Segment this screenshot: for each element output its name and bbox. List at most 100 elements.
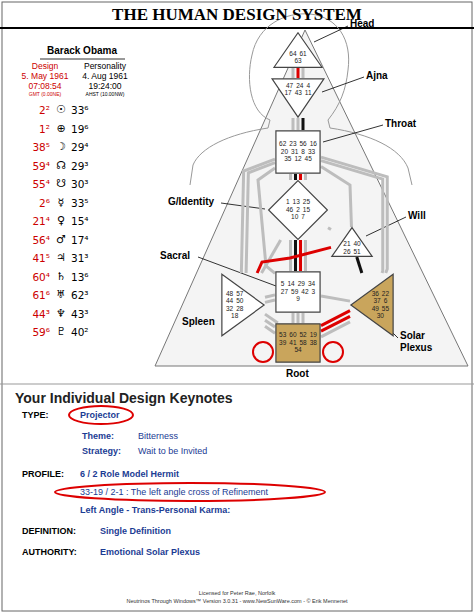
footer-note: Licensed for Peter Rae, Norfolk <box>199 590 276 596</box>
personality-gate: 19⁶ <box>71 123 89 135</box>
channel-line <box>294 174 297 180</box>
channel-line <box>297 118 300 130</box>
footer-note: Neutrinos Through Windows™ Version 3.0.3… <box>126 598 347 604</box>
center-name: Head <box>350 18 374 30</box>
highlight-ellipse <box>69 406 133 424</box>
gate-number: 43 <box>295 90 302 97</box>
bodygraph-triangle <box>155 30 468 366</box>
body-silhouette <box>190 14 412 185</box>
planet-symbol: ☊ <box>56 160 66 173</box>
gate-number: 45 <box>305 156 312 163</box>
gate-number: 1 <box>286 199 290 206</box>
gate-number: 35 <box>284 156 291 163</box>
gate-number: 56 <box>300 141 307 148</box>
gate-number: 30 <box>377 313 384 320</box>
gate-number: 32 <box>226 306 233 313</box>
gate-number: 15 <box>303 207 310 214</box>
design-gate: 55⁴ <box>32 178 50 190</box>
gate-number: 49 <box>372 306 379 313</box>
gate-number: 40 <box>354 241 361 247</box>
design-gate: 60⁴ <box>32 271 50 283</box>
channel-line <box>321 161 383 273</box>
chart-info: Personality <box>84 62 126 72</box>
gate-number: 16 <box>310 141 317 148</box>
highlight-circle <box>253 342 273 362</box>
channel-line <box>297 68 300 78</box>
keynote-value: Projector <box>80 410 120 420</box>
gate-number: 36 <box>372 291 379 298</box>
gate-number: 57 <box>236 291 243 298</box>
gate-group: 48574450322818 <box>224 288 246 321</box>
gate-number: 33 <box>308 149 315 156</box>
channel-line <box>292 68 295 78</box>
gate-number: 63 <box>294 58 301 65</box>
channel-line <box>265 300 275 302</box>
timezone-note: GMT (0.00NE) <box>29 92 61 98</box>
channel-line <box>265 295 275 297</box>
gate-group: 47244174311 <box>284 80 312 98</box>
gate-number: 51 <box>354 249 361 255</box>
leader-lines <box>198 26 406 338</box>
gate-number: 46 <box>286 207 293 214</box>
gate-group: 64 6163 <box>285 49 311 66</box>
gate-number: 55 <box>382 306 389 313</box>
design-gate: 59⁶ <box>32 326 50 338</box>
center-box: Head646163 <box>273 32 323 68</box>
gate-number: 20 <box>281 149 288 156</box>
center-outline <box>351 274 393 335</box>
center-box: Spleen48574450322818 <box>221 273 265 337</box>
center-name: G/Identity <box>168 196 214 208</box>
gate-number: 10 <box>291 214 298 221</box>
personality-gate: 31³ <box>71 252 89 264</box>
planet-symbol: ♀ <box>57 215 65 228</box>
timezone-note: AHST (10.00NW) <box>86 92 125 98</box>
center-name: Ajna <box>366 70 388 82</box>
gate-number: 61 <box>300 51 307 58</box>
personality-gate: 13⁶ <box>71 271 89 283</box>
channel-line <box>292 313 295 323</box>
channel-line <box>257 247 331 273</box>
chart-info: 19:24:00 <box>88 82 121 92</box>
gate-number: 27 <box>281 289 288 296</box>
channel-line <box>289 174 292 180</box>
planet-symbol: ♅ <box>56 289 66 302</box>
gate-number: 21 <box>343 241 350 247</box>
gate-number: 34 <box>308 281 315 288</box>
page-title: THE HUMAN DESIGN SYSTEM <box>112 5 362 25</box>
personality-gate: 62³ <box>71 289 89 301</box>
gate-number: 26 <box>343 249 350 255</box>
planet-symbol: ☽ <box>56 141 66 154</box>
planet-symbol: ♃ <box>56 252 66 265</box>
center-box: Solar Plexus3622376495530 <box>350 273 394 337</box>
gate-number: 41 <box>289 340 296 347</box>
keynote-value: Strategy: <box>82 446 121 456</box>
center-box: Throat622356162031833351245 <box>275 130 321 174</box>
personality-gate: 30³ <box>71 178 89 190</box>
gate-number: 59 <box>291 289 298 296</box>
channel-line <box>302 313 305 323</box>
design-gate: 2⁶ <box>39 197 50 209</box>
design-gate: 44³ <box>32 308 50 320</box>
center-outline <box>276 324 320 362</box>
gate-number: 47 <box>286 83 293 90</box>
gate-number: 14 <box>287 281 294 288</box>
keynote-value: Wait to be Invited <box>138 446 207 456</box>
channel-line <box>262 240 281 273</box>
chart-info: 4. Aug 1961 <box>82 72 127 82</box>
highlight-marks <box>55 342 343 501</box>
gate-group: 21 40 26 51 <box>341 241 363 255</box>
design-gate: 2² <box>39 104 50 116</box>
channel-line <box>265 326 275 333</box>
gate-number: 64 <box>289 51 296 58</box>
design-gate: 38⁵ <box>32 141 50 153</box>
keynote-label: AUTHORITY: <box>22 547 77 557</box>
gate-number: 6 <box>384 298 388 305</box>
gate-number: 17 <box>284 90 291 97</box>
keynote-value: 6 / 2 Role Model Hermit <box>80 469 179 479</box>
gate-number: 5 <box>281 281 285 288</box>
planet-symbol: ☋ <box>56 178 66 191</box>
center-box: Root536052193941583854 <box>275 323 321 363</box>
gate-number: 4 <box>306 83 310 90</box>
gate-number: 8 <box>301 149 305 156</box>
gate-number: 38 <box>310 340 317 347</box>
